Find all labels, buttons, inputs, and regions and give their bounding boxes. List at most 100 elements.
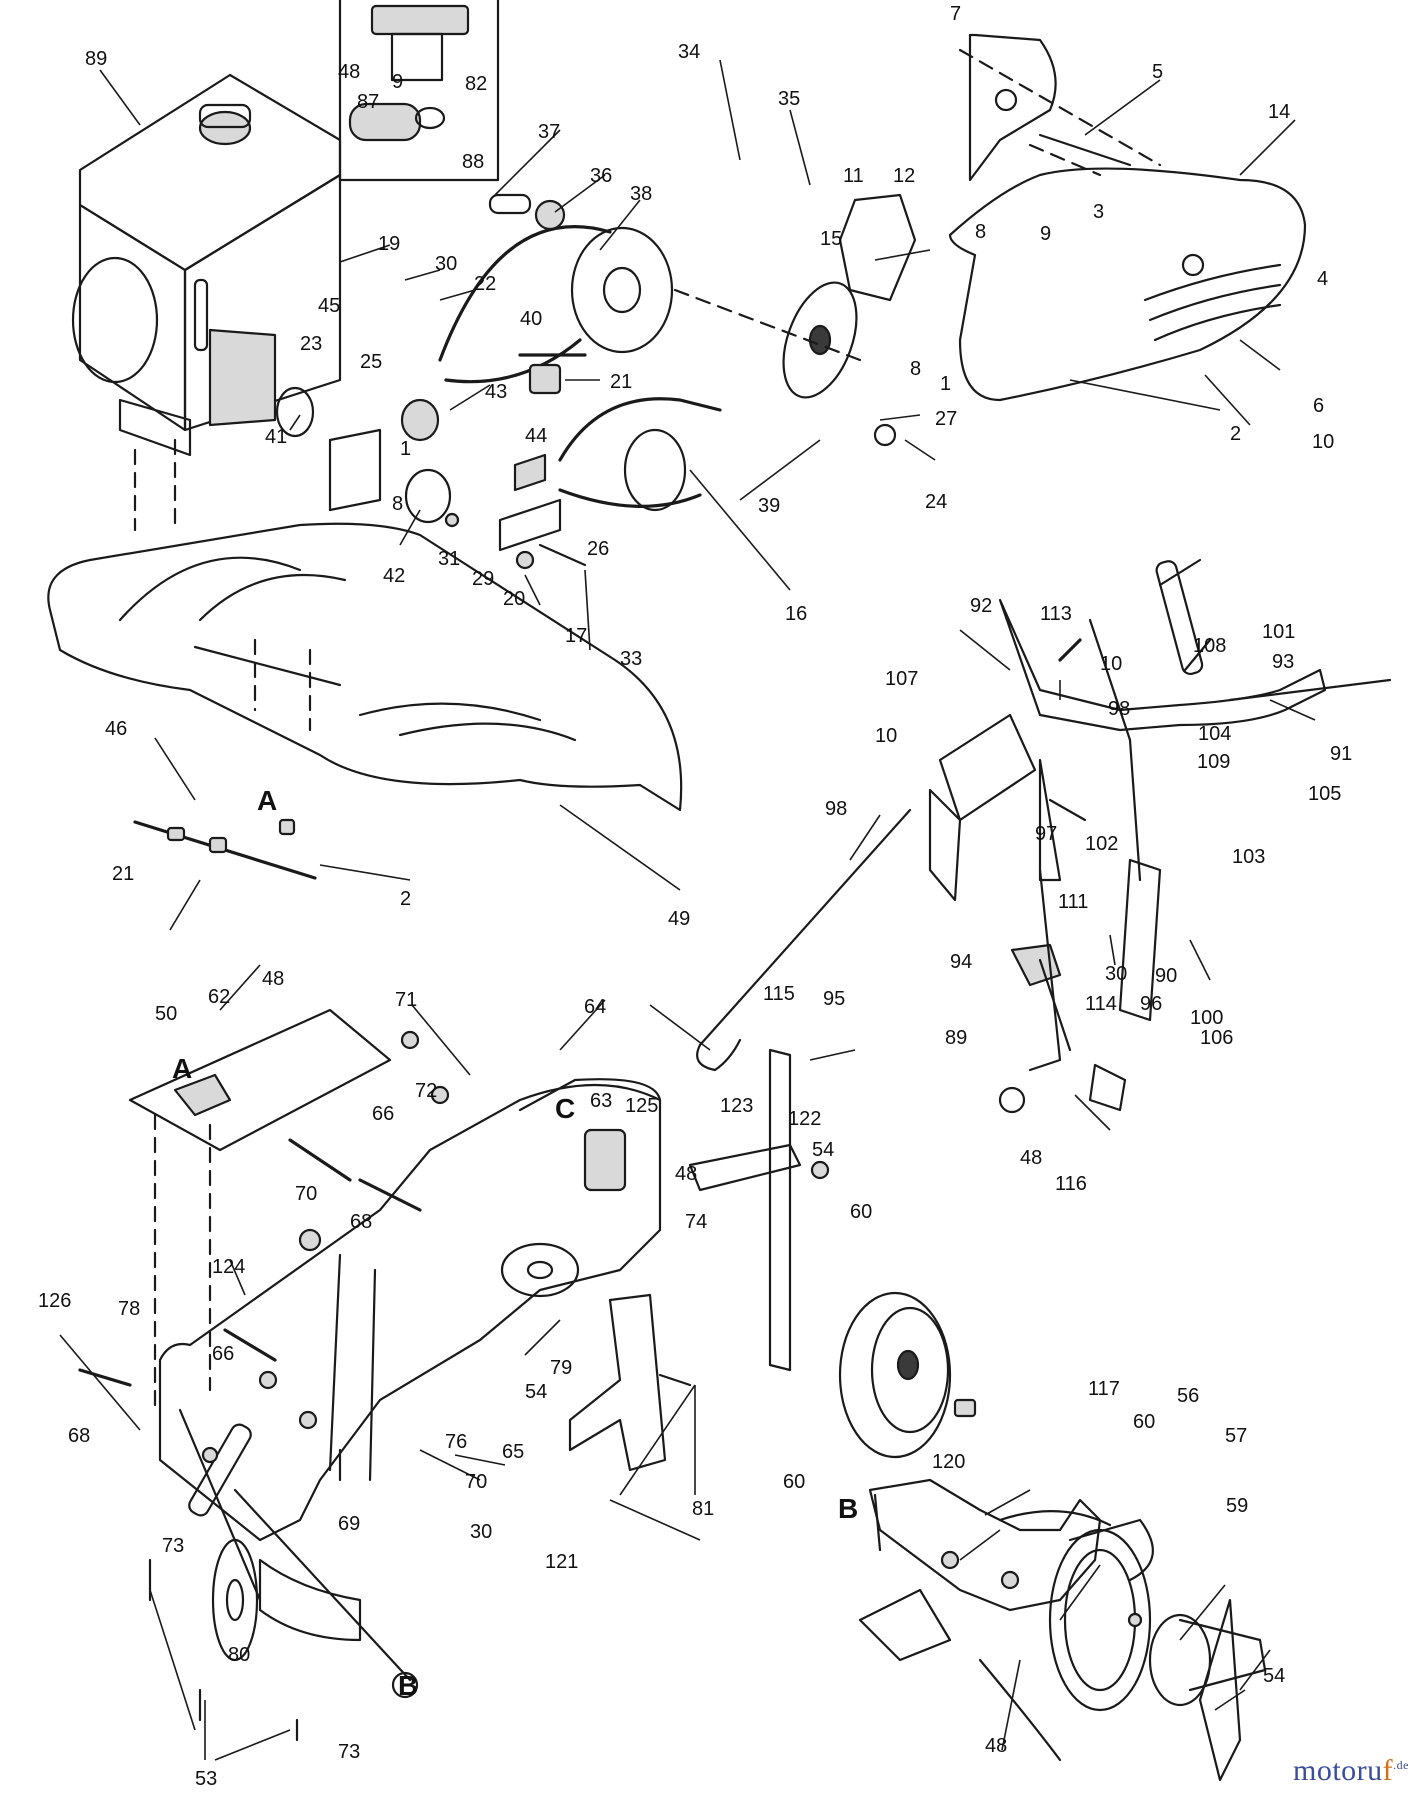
- callout: 70: [465, 1471, 487, 1493]
- callout: 54: [525, 1381, 547, 1403]
- flap-strip: [133, 818, 317, 880]
- callout: 37: [538, 121, 560, 143]
- callout: 91: [1330, 743, 1352, 765]
- callout: 19: [378, 233, 400, 255]
- callout: 125: [625, 1095, 658, 1117]
- callout: 10: [875, 725, 897, 747]
- callout: 89: [85, 48, 107, 70]
- engine: [71, 73, 342, 457]
- section-marker: C: [555, 1093, 575, 1124]
- callout: 105: [1308, 783, 1341, 805]
- callout: 89: [945, 1027, 967, 1049]
- callout: 101: [1262, 621, 1295, 643]
- callout: 63: [590, 1090, 612, 1112]
- callout: 23: [300, 333, 322, 355]
- callout: 73: [162, 1535, 184, 1557]
- callout: 17: [565, 625, 587, 647]
- tiller-frame: [128, 1008, 662, 1699]
- callout: 1: [940, 373, 951, 395]
- callout: 7: [950, 3, 961, 25]
- callout: 2: [400, 888, 411, 910]
- callout: 71: [395, 989, 417, 1011]
- callout: 11: [843, 165, 864, 187]
- callout: 87: [357, 91, 379, 113]
- callout: 56: [1177, 1385, 1199, 1407]
- belt-cover: [838, 33, 1307, 402]
- callout: 48: [985, 1735, 1007, 1757]
- callout: 35: [778, 88, 800, 110]
- callout: 10: [1312, 431, 1334, 453]
- callout: 97: [1035, 823, 1057, 845]
- callout: 46: [105, 718, 127, 740]
- leader-lines: [59, 59, 1316, 1761]
- tine-assembly: [858, 1478, 1267, 1782]
- callout: 93: [1272, 651, 1294, 673]
- callout: 27: [935, 408, 957, 430]
- callout: 68: [68, 1425, 90, 1447]
- callout: 104: [1198, 723, 1231, 745]
- callout: 88: [462, 151, 484, 173]
- callout: 121: [545, 1551, 578, 1573]
- callout: 30: [1105, 963, 1127, 985]
- callout: 109: [1197, 751, 1230, 773]
- callout: 90: [1155, 965, 1177, 987]
- watermark-logo: motoruf.de: [1293, 1754, 1409, 1788]
- callout: 5: [1152, 61, 1163, 83]
- callout: 74: [685, 1211, 707, 1233]
- callout: 115: [763, 983, 795, 1005]
- callout: 1: [400, 438, 411, 460]
- callout: 48: [338, 61, 360, 83]
- callout: 79: [550, 1357, 572, 1379]
- watermark-text: motoruf: [1293, 1754, 1394, 1787]
- callout: 111: [1058, 891, 1088, 913]
- callout: 30: [470, 1521, 492, 1543]
- callout: 16: [785, 603, 807, 625]
- callout: 4: [1317, 268, 1328, 290]
- callout: 39: [758, 495, 780, 517]
- callout: 14: [1268, 101, 1290, 123]
- callout: 114: [1085, 993, 1117, 1015]
- callout: 81: [692, 1498, 714, 1520]
- section-marker: A: [172, 1053, 192, 1084]
- callout: 21: [610, 371, 632, 393]
- callout: 70: [295, 1183, 317, 1205]
- callout: 120: [932, 1451, 965, 1473]
- callout: 98: [825, 798, 847, 820]
- callout: 106: [1200, 1027, 1233, 1049]
- tine-shield: [47, 438, 683, 812]
- callout: 9: [1040, 223, 1051, 245]
- callout-labels: 89 48 9 82 87 88 34 35 37 36 38 7 5 14 1…: [38, 3, 1352, 1790]
- depth-bar: [568, 1048, 830, 1472]
- callout: 57: [1225, 1425, 1247, 1447]
- callout: 40: [520, 308, 542, 330]
- callout: 2: [1230, 423, 1241, 445]
- callout: 73: [338, 1741, 360, 1763]
- callout: 113: [1040, 603, 1072, 625]
- callout: 66: [212, 1343, 234, 1365]
- callout: 102: [1085, 833, 1118, 855]
- callout: 33: [620, 648, 642, 670]
- callout: 108: [1193, 635, 1226, 657]
- inset-detail: [338, 0, 500, 182]
- callout: 117: [1088, 1378, 1120, 1400]
- frame-bolts: [78, 1030, 450, 1742]
- callout: 15: [820, 228, 842, 250]
- callout: 48: [675, 1163, 697, 1185]
- callout: 8: [910, 358, 921, 380]
- callout: 78: [118, 1298, 140, 1320]
- callout: 26: [587, 538, 609, 560]
- callout: 98: [1108, 698, 1130, 720]
- callout: 54: [1263, 1665, 1285, 1687]
- callout: 48: [1020, 1147, 1042, 1169]
- belt-drive: [275, 193, 897, 570]
- callout: 124: [212, 1256, 245, 1278]
- callout: 60: [783, 1471, 805, 1493]
- watermark-tld: .de: [1393, 1758, 1409, 1772]
- callout: 8: [975, 221, 986, 243]
- callout: 30: [435, 253, 457, 275]
- callout: 72: [415, 1080, 437, 1102]
- callout: 96: [1140, 993, 1162, 1015]
- callout: 53: [195, 1768, 217, 1790]
- section-marker: B: [398, 1670, 418, 1701]
